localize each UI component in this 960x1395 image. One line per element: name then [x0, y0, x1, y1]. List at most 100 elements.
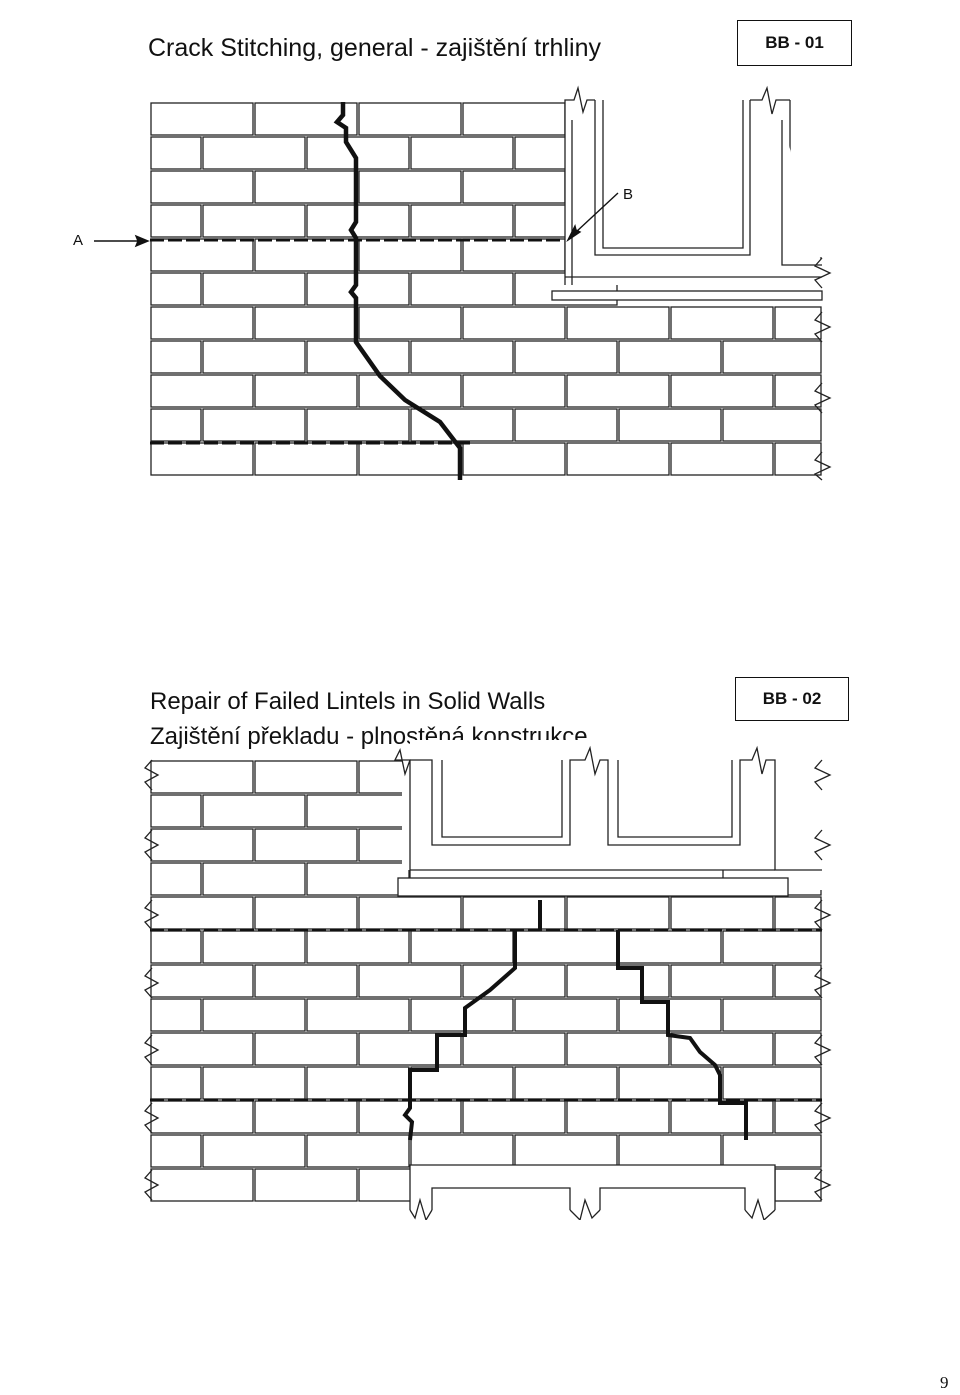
stitch-bars-1	[150, 238, 562, 445]
brick	[566, 306, 670, 340]
brick	[462, 374, 566, 408]
brick	[462, 102, 566, 136]
brick	[566, 896, 670, 930]
arrow-b-icon	[566, 192, 619, 243]
brick	[410, 1134, 514, 1168]
brick	[358, 374, 462, 408]
brick	[150, 170, 254, 204]
brick	[618, 408, 722, 442]
brick	[358, 442, 462, 476]
brick	[462, 442, 566, 476]
brick	[774, 964, 822, 998]
brick	[410, 408, 514, 442]
break-symbols-1	[813, 257, 832, 481]
lower-window-openings	[409, 1164, 776, 1220]
brick	[254, 1100, 358, 1134]
brick	[670, 896, 774, 930]
crack-line-1	[333, 102, 463, 480]
brick	[254, 1032, 358, 1066]
brick	[202, 1134, 306, 1168]
brick	[774, 374, 822, 408]
brick	[150, 930, 202, 964]
brick	[358, 238, 462, 272]
lintel-1	[551, 290, 823, 301]
brick	[254, 374, 358, 408]
arrow-a-icon	[94, 234, 150, 248]
brick	[722, 340, 822, 374]
brick	[306, 998, 410, 1032]
brick	[150, 408, 202, 442]
brick	[462, 1100, 566, 1134]
brick	[202, 862, 306, 896]
brick	[774, 1100, 822, 1134]
brick	[150, 1134, 202, 1168]
brick	[150, 828, 254, 862]
brick	[670, 306, 774, 340]
brick	[150, 136, 202, 170]
brick	[150, 340, 202, 374]
brick	[722, 998, 822, 1032]
brick	[306, 930, 410, 964]
brick	[202, 930, 306, 964]
brick	[618, 1066, 722, 1100]
diagram1-code-badge: BB - 01	[737, 20, 852, 66]
brick	[514, 930, 618, 964]
brick	[410, 204, 514, 238]
brick	[150, 238, 254, 272]
brick	[722, 408, 822, 442]
brick	[202, 1066, 306, 1100]
brick	[150, 794, 202, 828]
brick	[254, 306, 358, 340]
brick	[202, 998, 306, 1032]
brick	[566, 1100, 670, 1134]
brick	[358, 1032, 462, 1066]
brick	[670, 442, 774, 476]
brick	[358, 102, 462, 136]
brick	[150, 1032, 254, 1066]
brick	[774, 306, 822, 340]
brick	[462, 1032, 566, 1066]
brick	[618, 930, 722, 964]
brick	[774, 1168, 822, 1202]
brick	[150, 1066, 202, 1100]
brick	[358, 896, 462, 930]
brick	[202, 794, 306, 828]
upper-window-openings	[393, 740, 822, 897]
brick	[150, 896, 254, 930]
brick	[618, 340, 722, 374]
brick	[722, 930, 822, 964]
diagram1-title: Crack Stitching, general - zajištění trh…	[148, 34, 601, 62]
brick	[410, 272, 514, 306]
brick	[670, 964, 774, 998]
brick	[202, 272, 306, 306]
brick	[670, 1032, 774, 1066]
brick	[670, 374, 774, 408]
brick	[410, 930, 514, 964]
brick	[306, 794, 410, 828]
lintel-repair-drawing	[143, 740, 832, 1220]
brick	[514, 340, 618, 374]
brick	[150, 1168, 254, 1202]
brick	[254, 760, 358, 794]
label-a: A	[73, 232, 84, 249]
brick	[150, 374, 254, 408]
brick	[150, 204, 202, 238]
brick	[150, 102, 254, 136]
brick	[358, 964, 462, 998]
brick	[514, 998, 618, 1032]
brick	[566, 1032, 670, 1066]
brick	[150, 862, 202, 896]
brick	[514, 1134, 618, 1168]
brick	[254, 896, 358, 930]
brick	[774, 1032, 822, 1066]
brick	[410, 136, 514, 170]
brick	[566, 442, 670, 476]
brick	[202, 340, 306, 374]
brick	[358, 306, 462, 340]
diagram2-code-badge: BB - 02	[735, 677, 849, 721]
brick	[254, 828, 358, 862]
brick	[202, 136, 306, 170]
brick	[254, 102, 358, 136]
brick	[202, 408, 306, 442]
brick	[306, 862, 410, 896]
